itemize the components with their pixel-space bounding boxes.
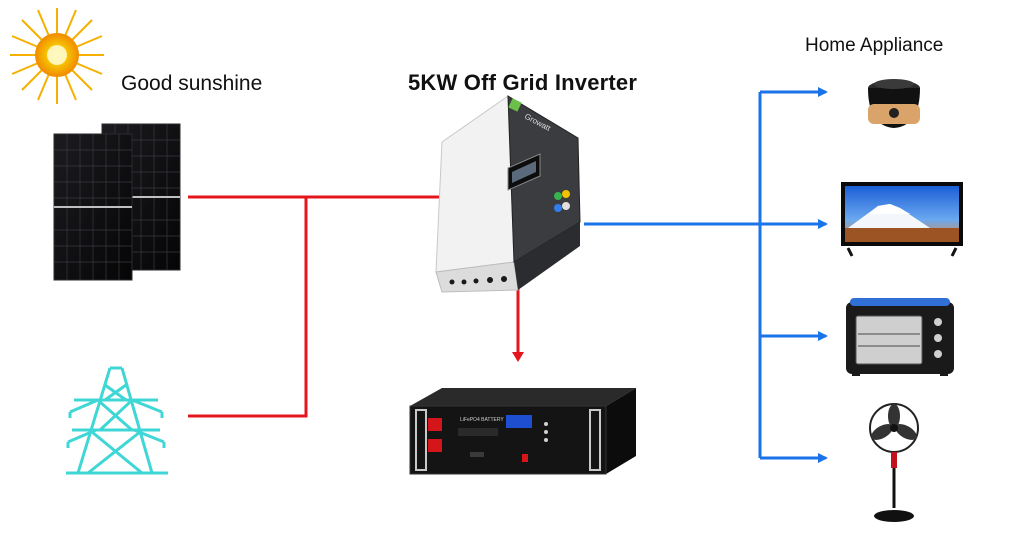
battery-icon: LiFePO4 BATTERY bbox=[409, 388, 636, 475]
input-wiring bbox=[188, 195, 520, 418]
sun-icon bbox=[10, 8, 104, 104]
inverter-icon: Growatt bbox=[435, 95, 581, 293]
fan-icon bbox=[869, 403, 919, 522]
battery-label: LiFePO4 BATTERY bbox=[460, 417, 504, 423]
home-appliance-label: Home Appliance bbox=[805, 35, 944, 56]
rice-cooker-icon bbox=[868, 79, 920, 128]
tv-icon bbox=[841, 182, 963, 257]
sunshine-label: Good sunshine bbox=[121, 72, 263, 95]
output-wiring bbox=[584, 92, 762, 458]
power-pylon-icon bbox=[66, 366, 168, 475]
inverter-title: 5KW Off Grid Inverter bbox=[408, 70, 638, 95]
battery-arrow-icon bbox=[512, 352, 524, 362]
solar-panel-icon bbox=[53, 123, 181, 281]
oven-icon bbox=[846, 298, 954, 376]
